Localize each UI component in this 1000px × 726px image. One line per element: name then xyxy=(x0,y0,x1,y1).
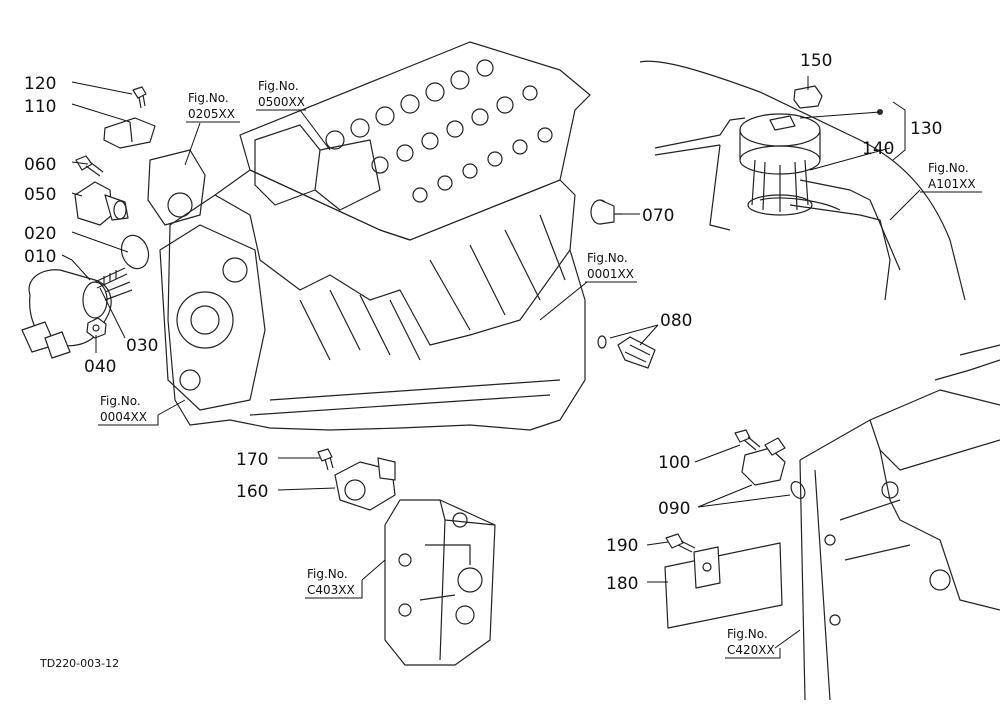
part-label-130: 130 xyxy=(910,119,942,139)
fig-ref-c420xx[interactable]: Fig.No. C420XX xyxy=(725,627,781,659)
part-060-bolt xyxy=(75,155,104,177)
part-label-150: 150 xyxy=(800,51,832,71)
part-label-120: 120 xyxy=(24,74,56,94)
leader-lines xyxy=(61,76,921,649)
part-080-sensor xyxy=(597,335,656,369)
part-070-sender xyxy=(590,199,622,225)
part-180-plate xyxy=(664,542,783,629)
part-label-110: 110 xyxy=(24,97,56,117)
part-120-bolt xyxy=(132,86,147,109)
svg-text:Fig.No.: Fig.No. xyxy=(928,161,969,175)
fuel-tank-drawing xyxy=(639,60,966,301)
svg-text:Fig.No.: Fig.No. xyxy=(258,79,299,93)
part-label-050: 050 xyxy=(24,185,56,205)
part-label-140: 140 xyxy=(862,139,894,159)
svg-text:Fig.No.: Fig.No. xyxy=(100,394,141,408)
svg-text:Fig.No.: Fig.No. xyxy=(307,567,348,581)
part-150-cap xyxy=(793,85,823,109)
hydraulic-block-drawing xyxy=(384,499,496,666)
part-label-060: 060 xyxy=(24,155,56,175)
figure-references: Fig.No. 0205XX Fig.No. 0500XX Fig.No. 00… xyxy=(98,79,982,659)
part-label-070: 070 xyxy=(642,206,674,226)
part-label-010: 010 xyxy=(24,247,56,267)
part-170-bolt xyxy=(317,448,334,471)
svg-text:Fig.No.: Fig.No. xyxy=(727,627,768,641)
part-label-100: 100 xyxy=(658,453,690,473)
fig-ref-c403xx[interactable]: Fig.No. C403XX xyxy=(305,567,363,599)
svg-text:0004XX: 0004XX xyxy=(100,410,147,424)
part-190-bolt xyxy=(665,533,696,553)
part-label-180: 180 xyxy=(606,574,638,594)
part-label-030: 030 xyxy=(126,336,158,356)
part-090-sensor xyxy=(741,437,806,499)
drawing-code: TD220-003-12 xyxy=(39,657,119,670)
part-label-190: 190 xyxy=(606,536,638,556)
part-010-solenoid xyxy=(21,269,133,359)
part-label-020: 020 xyxy=(24,224,56,244)
fig-ref-0205xx[interactable]: Fig.No. 0205XX xyxy=(186,91,240,123)
part-label-170: 170 xyxy=(236,450,268,470)
svg-text:0500XX: 0500XX xyxy=(258,95,305,109)
part-label-090: 090 xyxy=(658,499,690,519)
part-labels: 120 110 060 050 020 010 030 040 070 080 … xyxy=(24,51,942,594)
fig-ref-0500xx[interactable]: Fig.No. 0500XX xyxy=(256,79,306,111)
svg-text:Fig.No.: Fig.No. xyxy=(587,251,628,265)
svg-text:0205XX: 0205XX xyxy=(188,107,235,121)
part-label-080: 080 xyxy=(660,311,692,331)
part-050-sensor xyxy=(74,181,129,226)
transmission-case-drawing xyxy=(799,344,1000,701)
svg-text:C420XX: C420XX xyxy=(727,643,775,657)
part-label-160: 160 xyxy=(236,482,268,502)
part-020-o-ring xyxy=(120,234,150,270)
svg-text:0001XX: 0001XX xyxy=(587,267,634,281)
part-160-sensor xyxy=(334,457,396,511)
engine-block-drawing xyxy=(147,41,591,431)
fig-ref-0004xx[interactable]: Fig.No. 0004XX xyxy=(98,394,159,426)
part-040-nut xyxy=(86,317,107,339)
part-label-040: 040 xyxy=(84,357,116,377)
part-100-bolt xyxy=(734,429,761,451)
fig-ref-a101xx[interactable]: Fig.No. A101XX xyxy=(920,161,982,193)
svg-text:C403XX: C403XX xyxy=(307,583,355,597)
svg-text:A101XX: A101XX xyxy=(928,177,976,191)
part-110-sensor xyxy=(103,117,156,149)
svg-text:Fig.No.: Fig.No. xyxy=(188,91,229,105)
part-030-stud xyxy=(94,267,128,289)
fig-ref-0001xx[interactable]: Fig.No. 0001XX xyxy=(585,251,637,283)
